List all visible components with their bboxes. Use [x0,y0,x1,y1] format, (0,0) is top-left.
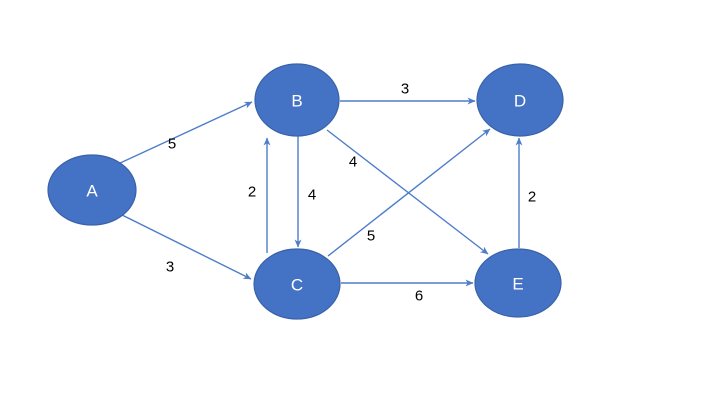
nodes-layer: A B C D E [47,63,564,320]
edge-A-to-C[interactable] [115,211,252,280]
node-B[interactable] [254,63,340,137]
edge-labels-layer: 5 3 3 2 4 4 5 6 2 [166,81,536,305]
node-D[interactable] [476,63,564,137]
node-C[interactable] [253,248,341,320]
edge-C-to-D[interactable] [327,128,491,257]
edge-B-to-E[interactable] [326,129,489,255]
node-label-A: A [86,182,98,201]
edge-weight-C-B: 2 [248,184,256,201]
edge-weight-A-B: 5 [168,136,176,153]
node-A[interactable] [47,154,137,226]
edges-layer [115,97,523,287]
edge-weight-A-C: 3 [166,259,174,276]
edge-weight-C-D: 5 [367,228,375,245]
node-label-D: D [514,92,526,111]
edge-weight-C-E: 6 [415,288,423,305]
node-label-E: E [512,275,523,294]
node-label-B: B [291,92,302,111]
edge-weight-B-D: 3 [401,81,409,98]
node-E[interactable] [474,248,562,318]
edge-weight-B-E: 4 [349,154,357,171]
edge-A-to-B[interactable] [117,101,253,165]
edge-weight-E-D: 2 [528,189,536,206]
edge-weight-B-C: 4 [308,187,316,204]
node-label-C: C [291,276,303,295]
